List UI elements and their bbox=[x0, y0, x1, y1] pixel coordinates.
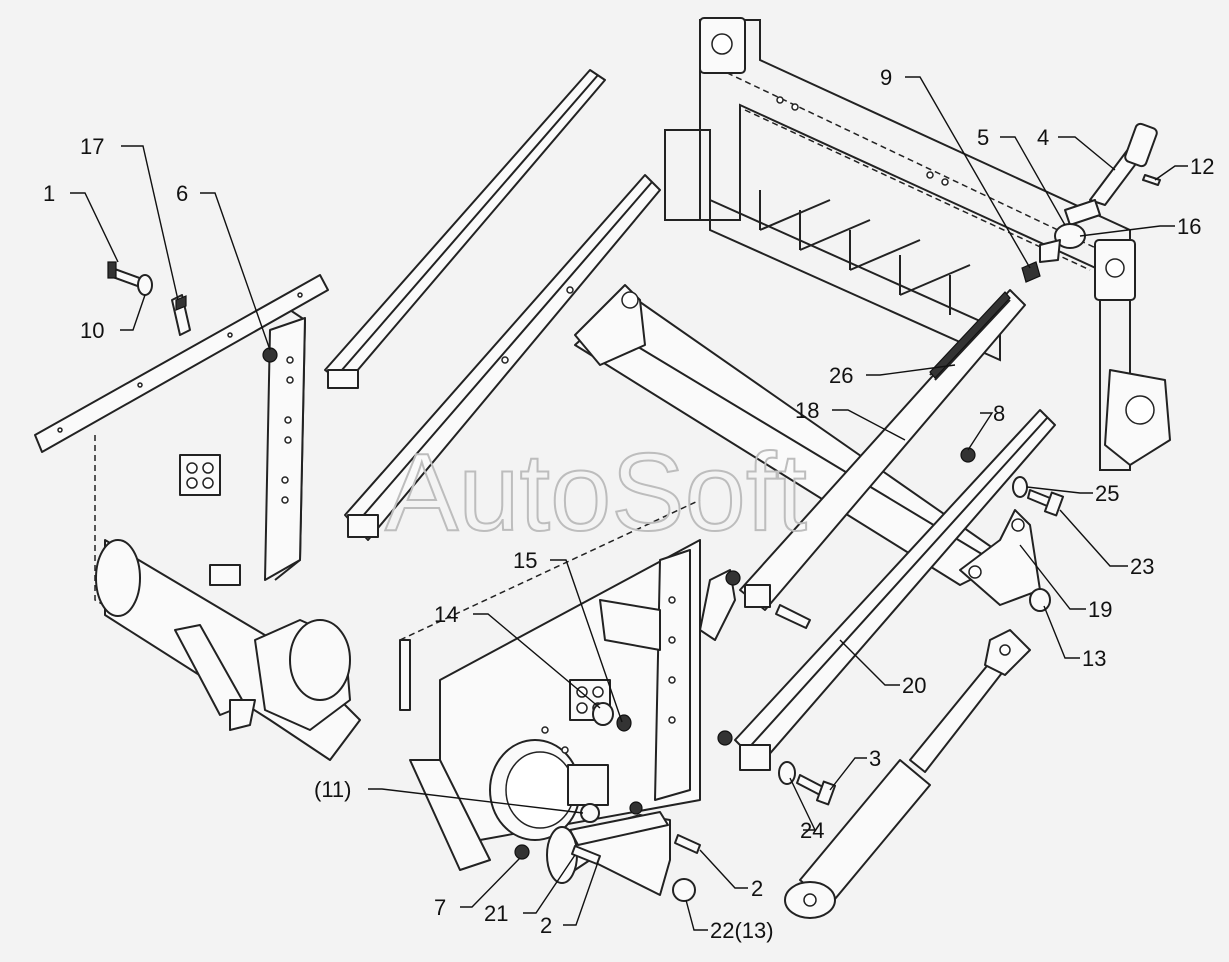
callout-22-13: 22(13) bbox=[710, 918, 774, 943]
callout-26: 26 bbox=[829, 363, 853, 388]
callout-1: 1 bbox=[43, 181, 55, 206]
callout-5: 5 bbox=[977, 125, 989, 150]
callout-15: 15 bbox=[513, 548, 537, 573]
callout-18: 18 bbox=[795, 398, 819, 423]
callout-4: 4 bbox=[1037, 125, 1049, 150]
callout-9: 9 bbox=[880, 65, 892, 90]
bracket-left-lower bbox=[699, 569, 736, 641]
callout-21: 21 bbox=[484, 901, 508, 926]
callout-17: 17 bbox=[80, 134, 104, 159]
callout-19: 19 bbox=[1088, 597, 1112, 622]
callout-labels: 1 17 6 10 9 5 4 12 16 26 18 8 25 23 19 1… bbox=[43, 65, 1214, 943]
bar-26 bbox=[739, 289, 1026, 611]
callout-24: 24 bbox=[800, 818, 824, 843]
callout-20: 20 bbox=[902, 673, 926, 698]
callout-23: 23 bbox=[1130, 554, 1154, 579]
rear-frame bbox=[664, 17, 1171, 471]
callout-14: 14 bbox=[434, 602, 458, 627]
callout-13: 13 bbox=[1082, 646, 1106, 671]
bracket-19 bbox=[959, 509, 1041, 606]
center-frame bbox=[399, 499, 701, 871]
callout-8: 8 bbox=[993, 401, 1005, 426]
callout-3: 3 bbox=[869, 746, 881, 771]
callout-11: (11) bbox=[314, 777, 352, 802]
bar-20 bbox=[734, 409, 1056, 771]
callout-16: 16 bbox=[1177, 214, 1201, 239]
callout-10: 10 bbox=[80, 318, 104, 343]
callout-25: 25 bbox=[1095, 481, 1119, 506]
callout-2-left: 2 bbox=[540, 913, 552, 938]
callout-6: 6 bbox=[176, 181, 188, 206]
leader-lines bbox=[70, 76, 1188, 931]
bar-long-left bbox=[344, 174, 661, 541]
gas-cylinder bbox=[784, 629, 1031, 919]
callout-7: 7 bbox=[434, 895, 446, 920]
watermark-text: AutoSoft bbox=[385, 431, 807, 554]
callout-2-right: 2 bbox=[751, 876, 763, 901]
main-tube bbox=[95, 539, 361, 761]
bar-top-left bbox=[324, 69, 606, 389]
callout-12: 12 bbox=[1190, 154, 1214, 179]
bracket-21 bbox=[546, 811, 671, 896]
